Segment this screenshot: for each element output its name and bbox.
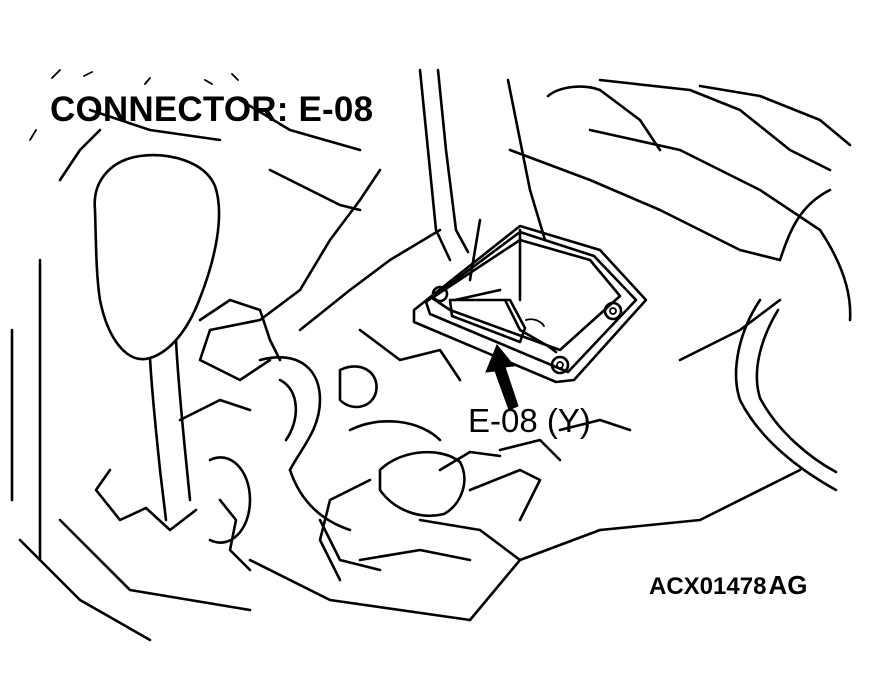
connector-pointer-arrow [485,344,519,411]
wiring-harness [178,298,632,582]
figure-id-suffix: AG [768,570,808,600]
figure-id: ACX01478AG [649,570,807,601]
floor-panel [58,78,852,322]
center-bracket [198,68,547,382]
connector-callout-label: E-08 (Y) [468,402,591,439]
srs-control-unit [412,224,648,384]
right-hose [678,298,838,492]
shift-lever [93,153,221,532]
upper-edge-fragments [29,69,239,141]
diagram-title: CONNECTOR: E-08 [50,90,374,129]
console-frame [10,258,802,642]
figure-id-code: ACX01478 [649,573,767,600]
